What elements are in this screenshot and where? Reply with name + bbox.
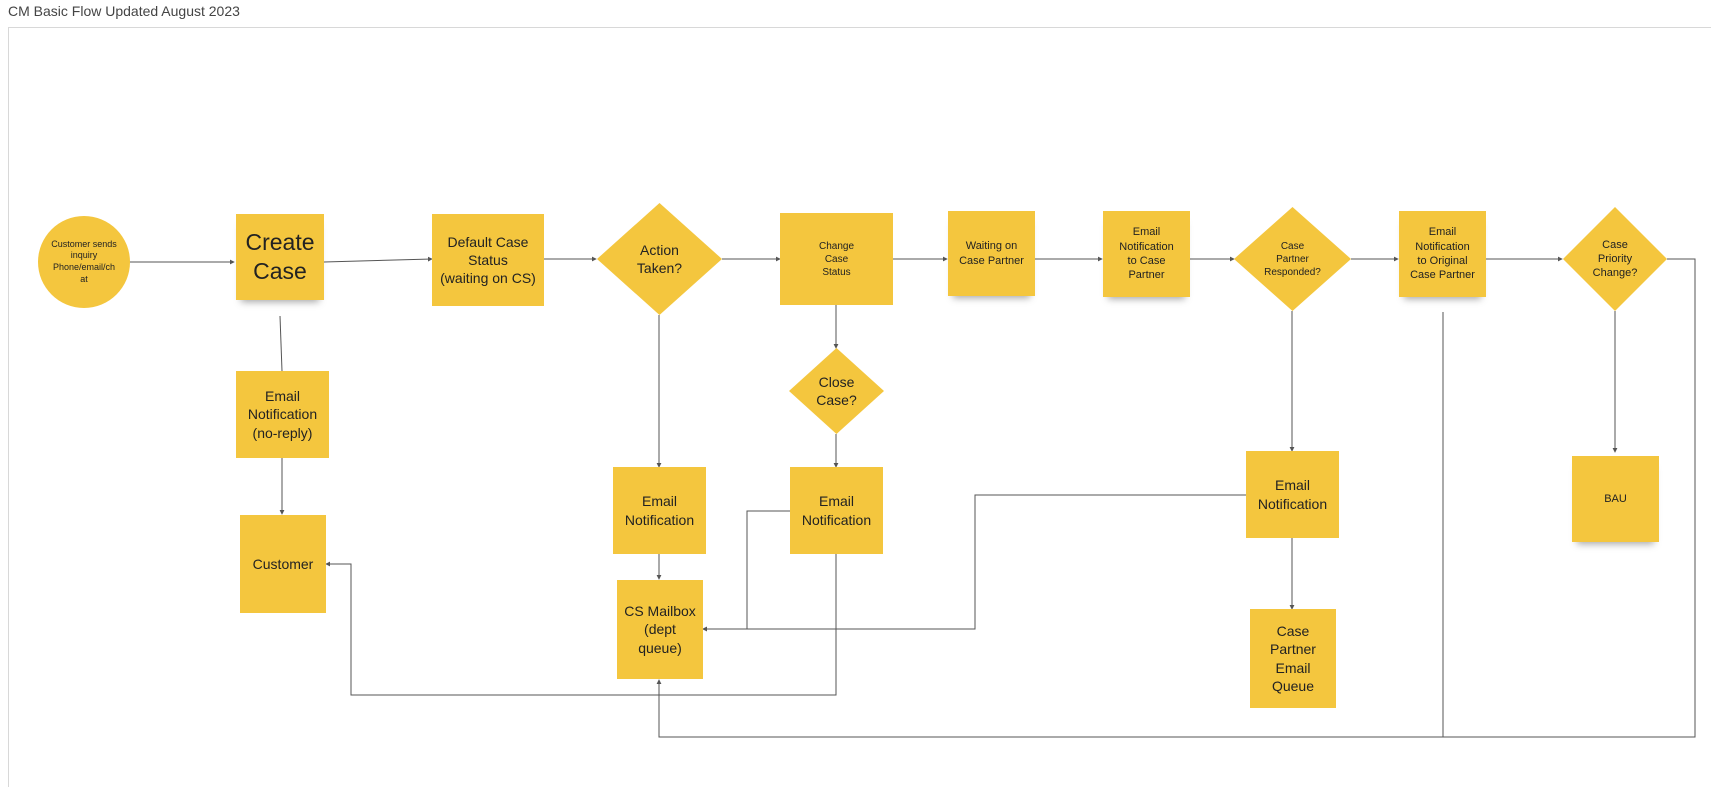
email-notification-1-node[interactable]: Email Notification [613,467,706,554]
change-status-node[interactable]: Change Case Status [780,213,893,305]
priority-change-label: Case Priority Change? [1592,238,1638,280]
bau-node[interactable]: BAU [1572,456,1659,542]
priority-change-decision[interactable]: Case Priority Change? [1563,207,1667,311]
create-case-label: Create Case [245,229,315,284]
default-status-node[interactable]: Default Case Status (waiting on CS) [432,214,544,306]
edge-email2-to-mailbox [702,510,790,632]
close-case-decision[interactable]: Close Case? [789,348,884,434]
partner-queue-node[interactable]: Case Partner Email Queue [1250,609,1336,708]
email-noreply-node[interactable]: Email Notification (no-reply) [236,371,329,458]
email-to-partner-node[interactable]: Email Notification to Case Partner [1103,211,1190,297]
default-status-label: Default Case Status (waiting on CS) [440,233,536,287]
close-case-label: Close Case? [816,373,857,408]
cs-mailbox-label: CS Mailbox (dept queue) [624,603,696,656]
edge-email3-to-mailbox [702,494,1246,632]
customer-label: Customer [252,555,314,572]
waiting-partner-label: Waiting on Case Partner [959,240,1024,267]
action-taken-decision[interactable]: Action Taken? [597,203,722,315]
edge-priority-to-mailbox [1443,258,1696,738]
board-frame [8,27,1711,787]
email-notification-1-label: Email Notification [624,493,695,528]
partner-queue-label: Case Partner Email Queue [1270,623,1316,694]
edge-email-original-to-mailbox [656,312,1444,738]
customer-node[interactable]: Customer [240,515,326,613]
bau-label: BAU [1604,492,1627,505]
email-notification-3-node[interactable]: Email Notification [1246,451,1339,538]
email-notification-2-node[interactable]: Email Notification [790,467,883,554]
email-original-partner-node[interactable]: Email Notification to Original Case Part… [1399,211,1486,297]
action-taken-label: Action Taken? [636,241,683,276]
email-notification-3-label: Email Notification [1257,477,1328,512]
partner-responded-label: Case Partner Responded? [1264,240,1321,278]
edge-create-to-noreply [279,315,283,372]
email-to-partner-label: Email Notification to Case Partner [1119,226,1174,282]
edge-create-to-default [323,256,433,263]
email-noreply-label: Email Notification (no-reply) [247,388,318,441]
start-label: Customer sends inquiry Phone/email/ch at [51,238,117,284]
create-case-node[interactable]: Create Case [236,214,324,300]
board-title: CM Basic Flow Updated August 2023 [8,3,240,19]
waiting-partner-node[interactable]: Waiting on Case Partner [948,211,1035,296]
email-original-partner-label: Email Notification to Original Case Part… [1410,226,1475,282]
cs-mailbox-node[interactable]: CS Mailbox (dept queue) [617,580,703,679]
change-status-label: Change Case Status [818,240,855,278]
partner-responded-decision[interactable]: Case Partner Responded? [1234,207,1351,311]
email-notification-2-label: Email Notification [801,493,872,528]
edge-email2-to-customer [325,554,837,696]
start-node[interactable]: Customer sends inquiry Phone/email/ch at [38,216,130,308]
